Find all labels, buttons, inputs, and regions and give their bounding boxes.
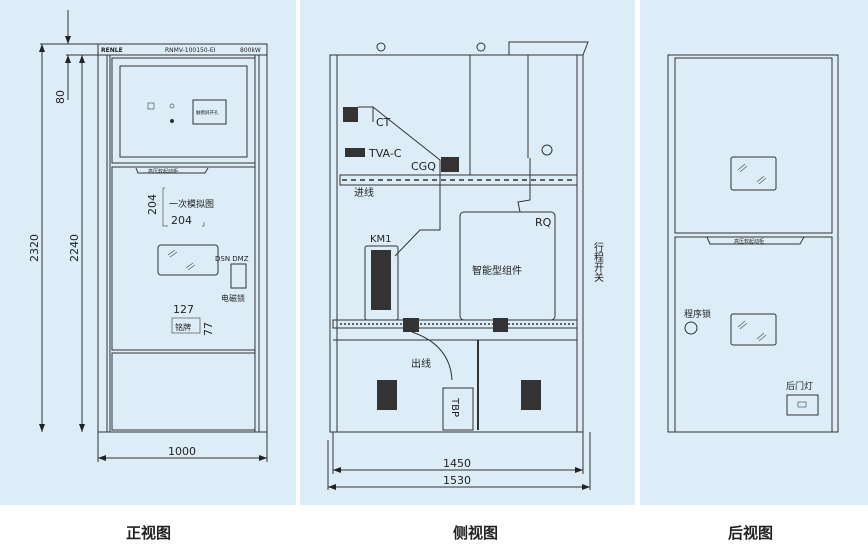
dim-top: 80 — [54, 90, 67, 104]
brand-label: RENLE — [101, 47, 123, 54]
lock-type-label: DSN DMZ — [215, 255, 249, 263]
mimic-height-dim: 204 — [146, 194, 159, 215]
mimic-label: 一次模拟图 — [169, 198, 214, 210]
top-door — [111, 57, 256, 164]
incoming-label: 进线 — [354, 186, 374, 199]
module-label: 智能型组件 — [472, 264, 522, 277]
travel-switch-label: 行程开关 — [592, 241, 604, 283]
bottom-door — [111, 352, 256, 431]
rear-bottom-door — [674, 236, 833, 433]
program-lock-label: 程序锁 — [684, 308, 711, 320]
rear-view: 高压软起动柜 程序锁 后门灯 — [667, 54, 839, 433]
rear-top-door — [674, 57, 833, 234]
rear-light-label: 后门灯 — [786, 380, 813, 392]
power-label: 800kW — [240, 47, 261, 54]
side-cabinet-outline — [329, 54, 584, 433]
nameplate-height-dim: 77 — [202, 322, 215, 336]
mimic-width-dim: 204 — [171, 214, 192, 227]
magnetic-lock-label: 电磁锁 — [221, 293, 245, 303]
program-lock — [684, 321, 698, 335]
side-view-panel — [300, 0, 635, 505]
side-view-caption: 侧视图 — [453, 524, 499, 542]
middle-door — [111, 166, 256, 351]
dim-outer-depth: 1530 — [443, 474, 471, 487]
side-view: CT TVA-C CGQ 进线 智能型组件 RQ KM1 出线 TBP 行程开关… — [327, 41, 604, 490]
cgq-label: CGQ — [411, 160, 436, 173]
tbp-label: TBP — [449, 397, 460, 417]
dim-width: 1000 — [168, 445, 196, 458]
rear-cabinet-tab-label: 高压软起动柜 — [734, 238, 764, 245]
rear-view-panel — [640, 0, 868, 505]
tbp-box — [442, 387, 474, 431]
nameplate-width-dim: 127 — [173, 303, 194, 316]
magnetic-lock — [230, 263, 247, 289]
touchscreen-label: 触摸屏开孔 — [196, 109, 219, 116]
dim-total-height: 2320 — [28, 234, 41, 262]
dim-body-height: 2240 — [68, 234, 81, 262]
rear-view-caption: 后视图 — [728, 524, 774, 542]
dim-inner-depth: 1450 — [443, 457, 471, 470]
touchscreen-cutout — [192, 99, 227, 125]
km1-label: KM1 — [370, 234, 392, 245]
cabinet-tab-label: 高压软起动柜 — [148, 168, 178, 175]
tva-label: TVA-C — [368, 147, 402, 160]
front-cabinet-outline — [97, 43, 268, 433]
ct-label: CT — [376, 116, 391, 129]
rq-label: RQ — [535, 216, 552, 229]
front-window — [157, 244, 219, 276]
outgoing-label: 出线 — [411, 357, 431, 370]
front-view: RENLE RNMV-100150-EI 800kW 触摸屏开孔 高压软起动柜 … — [28, 10, 268, 462]
rear-light — [786, 394, 819, 416]
nameplate — [171, 317, 201, 334]
model-label: RNMV-100150-EI — [165, 47, 216, 54]
nameplate-label: 铭牌 — [175, 322, 191, 332]
front-view-caption: 正视图 — [126, 524, 172, 542]
